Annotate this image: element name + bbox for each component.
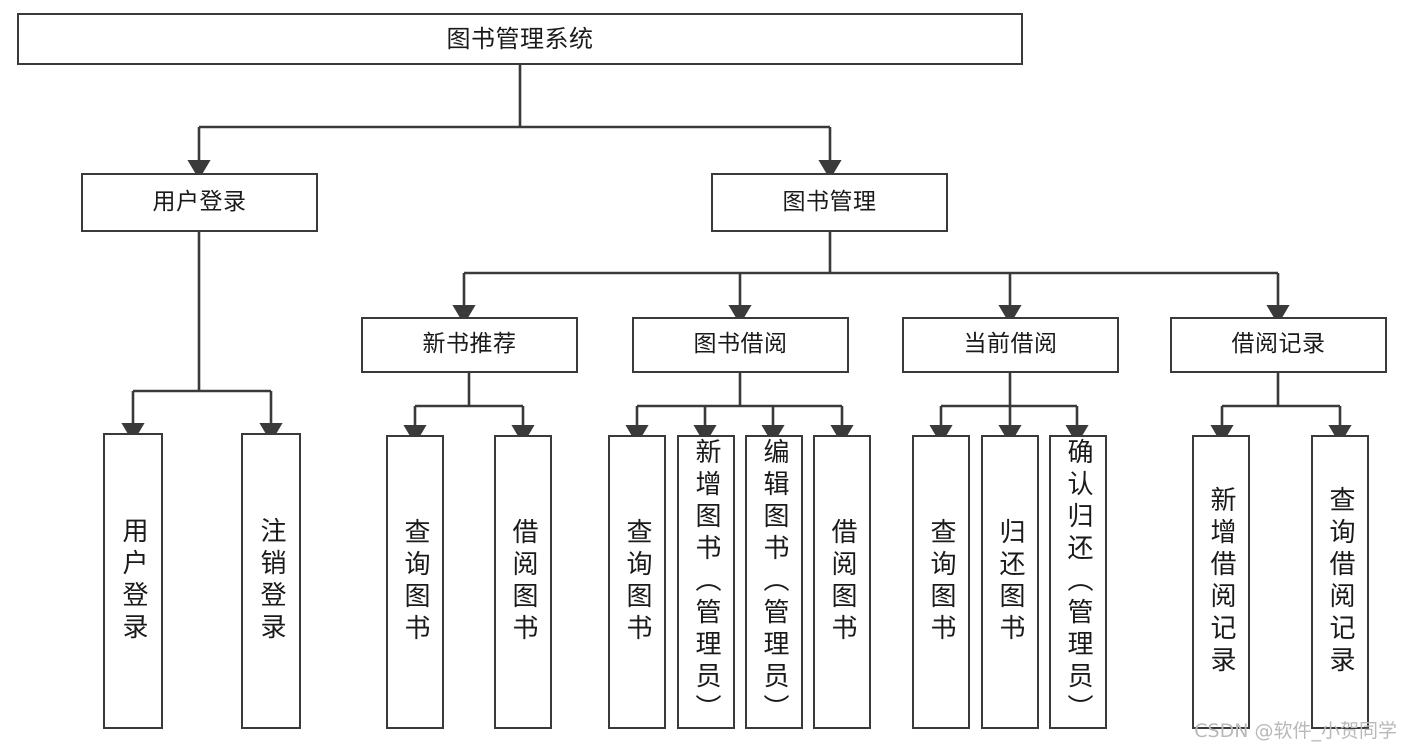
node-user-login[interactable]: 用户登录 bbox=[81, 173, 318, 232]
leaf-user-login-login[interactable]: 用户登录 bbox=[103, 433, 163, 729]
leaf-book-borrow-edit-book-admin[interactable]: 编辑图书（管理员） bbox=[745, 435, 803, 729]
csdn-watermark: CSDN @软件_小贺同学 bbox=[1194, 720, 1397, 742]
leaf-current-borrow-query-book[interactable]: 查询图书 bbox=[912, 435, 970, 729]
node-book-management[interactable]: 图书管理 bbox=[711, 173, 948, 232]
node-label: 用户登录 bbox=[118, 517, 148, 645]
node-label: 当前借阅 bbox=[963, 331, 1058, 358]
leaf-new-book-borrow-book[interactable]: 借阅图书 bbox=[494, 435, 552, 729]
leaf-book-borrow-add-book-admin[interactable]: 新增图书（管理员） bbox=[677, 435, 735, 729]
leaf-new-book-query-book[interactable]: 查询图书 bbox=[386, 435, 444, 729]
node-label: 图书借阅 bbox=[693, 331, 788, 358]
node-new-book-recommend[interactable]: 新书推荐 bbox=[361, 317, 578, 373]
node-label: 查询图书 bbox=[622, 518, 652, 646]
node-label: 新增借阅记录 bbox=[1206, 486, 1236, 678]
node-label: 新书推荐 bbox=[422, 331, 517, 358]
leaf-user-login-logout[interactable]: 注销登录 bbox=[241, 433, 301, 729]
node-current-borrow[interactable]: 当前借阅 bbox=[902, 317, 1119, 373]
leaf-borrow-records-add-record[interactable]: 新增借阅记录 bbox=[1192, 435, 1250, 729]
node-label: 借阅图书 bbox=[827, 518, 857, 646]
leaf-book-borrow-query-book[interactable]: 查询图书 bbox=[608, 435, 666, 729]
node-book-management-system[interactable]: 图书管理系统 bbox=[17, 13, 1023, 65]
node-label: 注销登录 bbox=[256, 517, 286, 645]
node-label: 借阅图书 bbox=[508, 518, 538, 646]
node-label: 用户登录 bbox=[152, 188, 247, 215]
node-label: 新增图书（管理员） bbox=[691, 438, 721, 726]
node-label: 查询图书 bbox=[926, 518, 956, 646]
node-label: 查询借阅记录 bbox=[1325, 486, 1355, 678]
leaf-current-borrow-return-book[interactable]: 归还图书 bbox=[981, 435, 1039, 729]
leaf-book-borrow-borrow-book[interactable]: 借阅图书 bbox=[813, 435, 871, 729]
node-label: 确认归还（管理员） bbox=[1063, 438, 1093, 726]
node-borrow-records[interactable]: 借阅记录 bbox=[1170, 317, 1387, 373]
node-label: 图书管理系统 bbox=[446, 24, 594, 53]
leaf-borrow-records-query-record[interactable]: 查询借阅记录 bbox=[1311, 435, 1369, 729]
node-label: 查询图书 bbox=[400, 518, 430, 646]
node-label: 图书管理 bbox=[782, 188, 877, 215]
node-label: 编辑图书（管理员） bbox=[759, 438, 789, 726]
node-book-borrow[interactable]: 图书借阅 bbox=[632, 317, 849, 373]
node-label: 归还图书 bbox=[995, 518, 1025, 646]
leaf-current-borrow-confirm-return-admin[interactable]: 确认归还（管理员） bbox=[1049, 435, 1107, 729]
node-label: 借阅记录 bbox=[1231, 331, 1326, 358]
